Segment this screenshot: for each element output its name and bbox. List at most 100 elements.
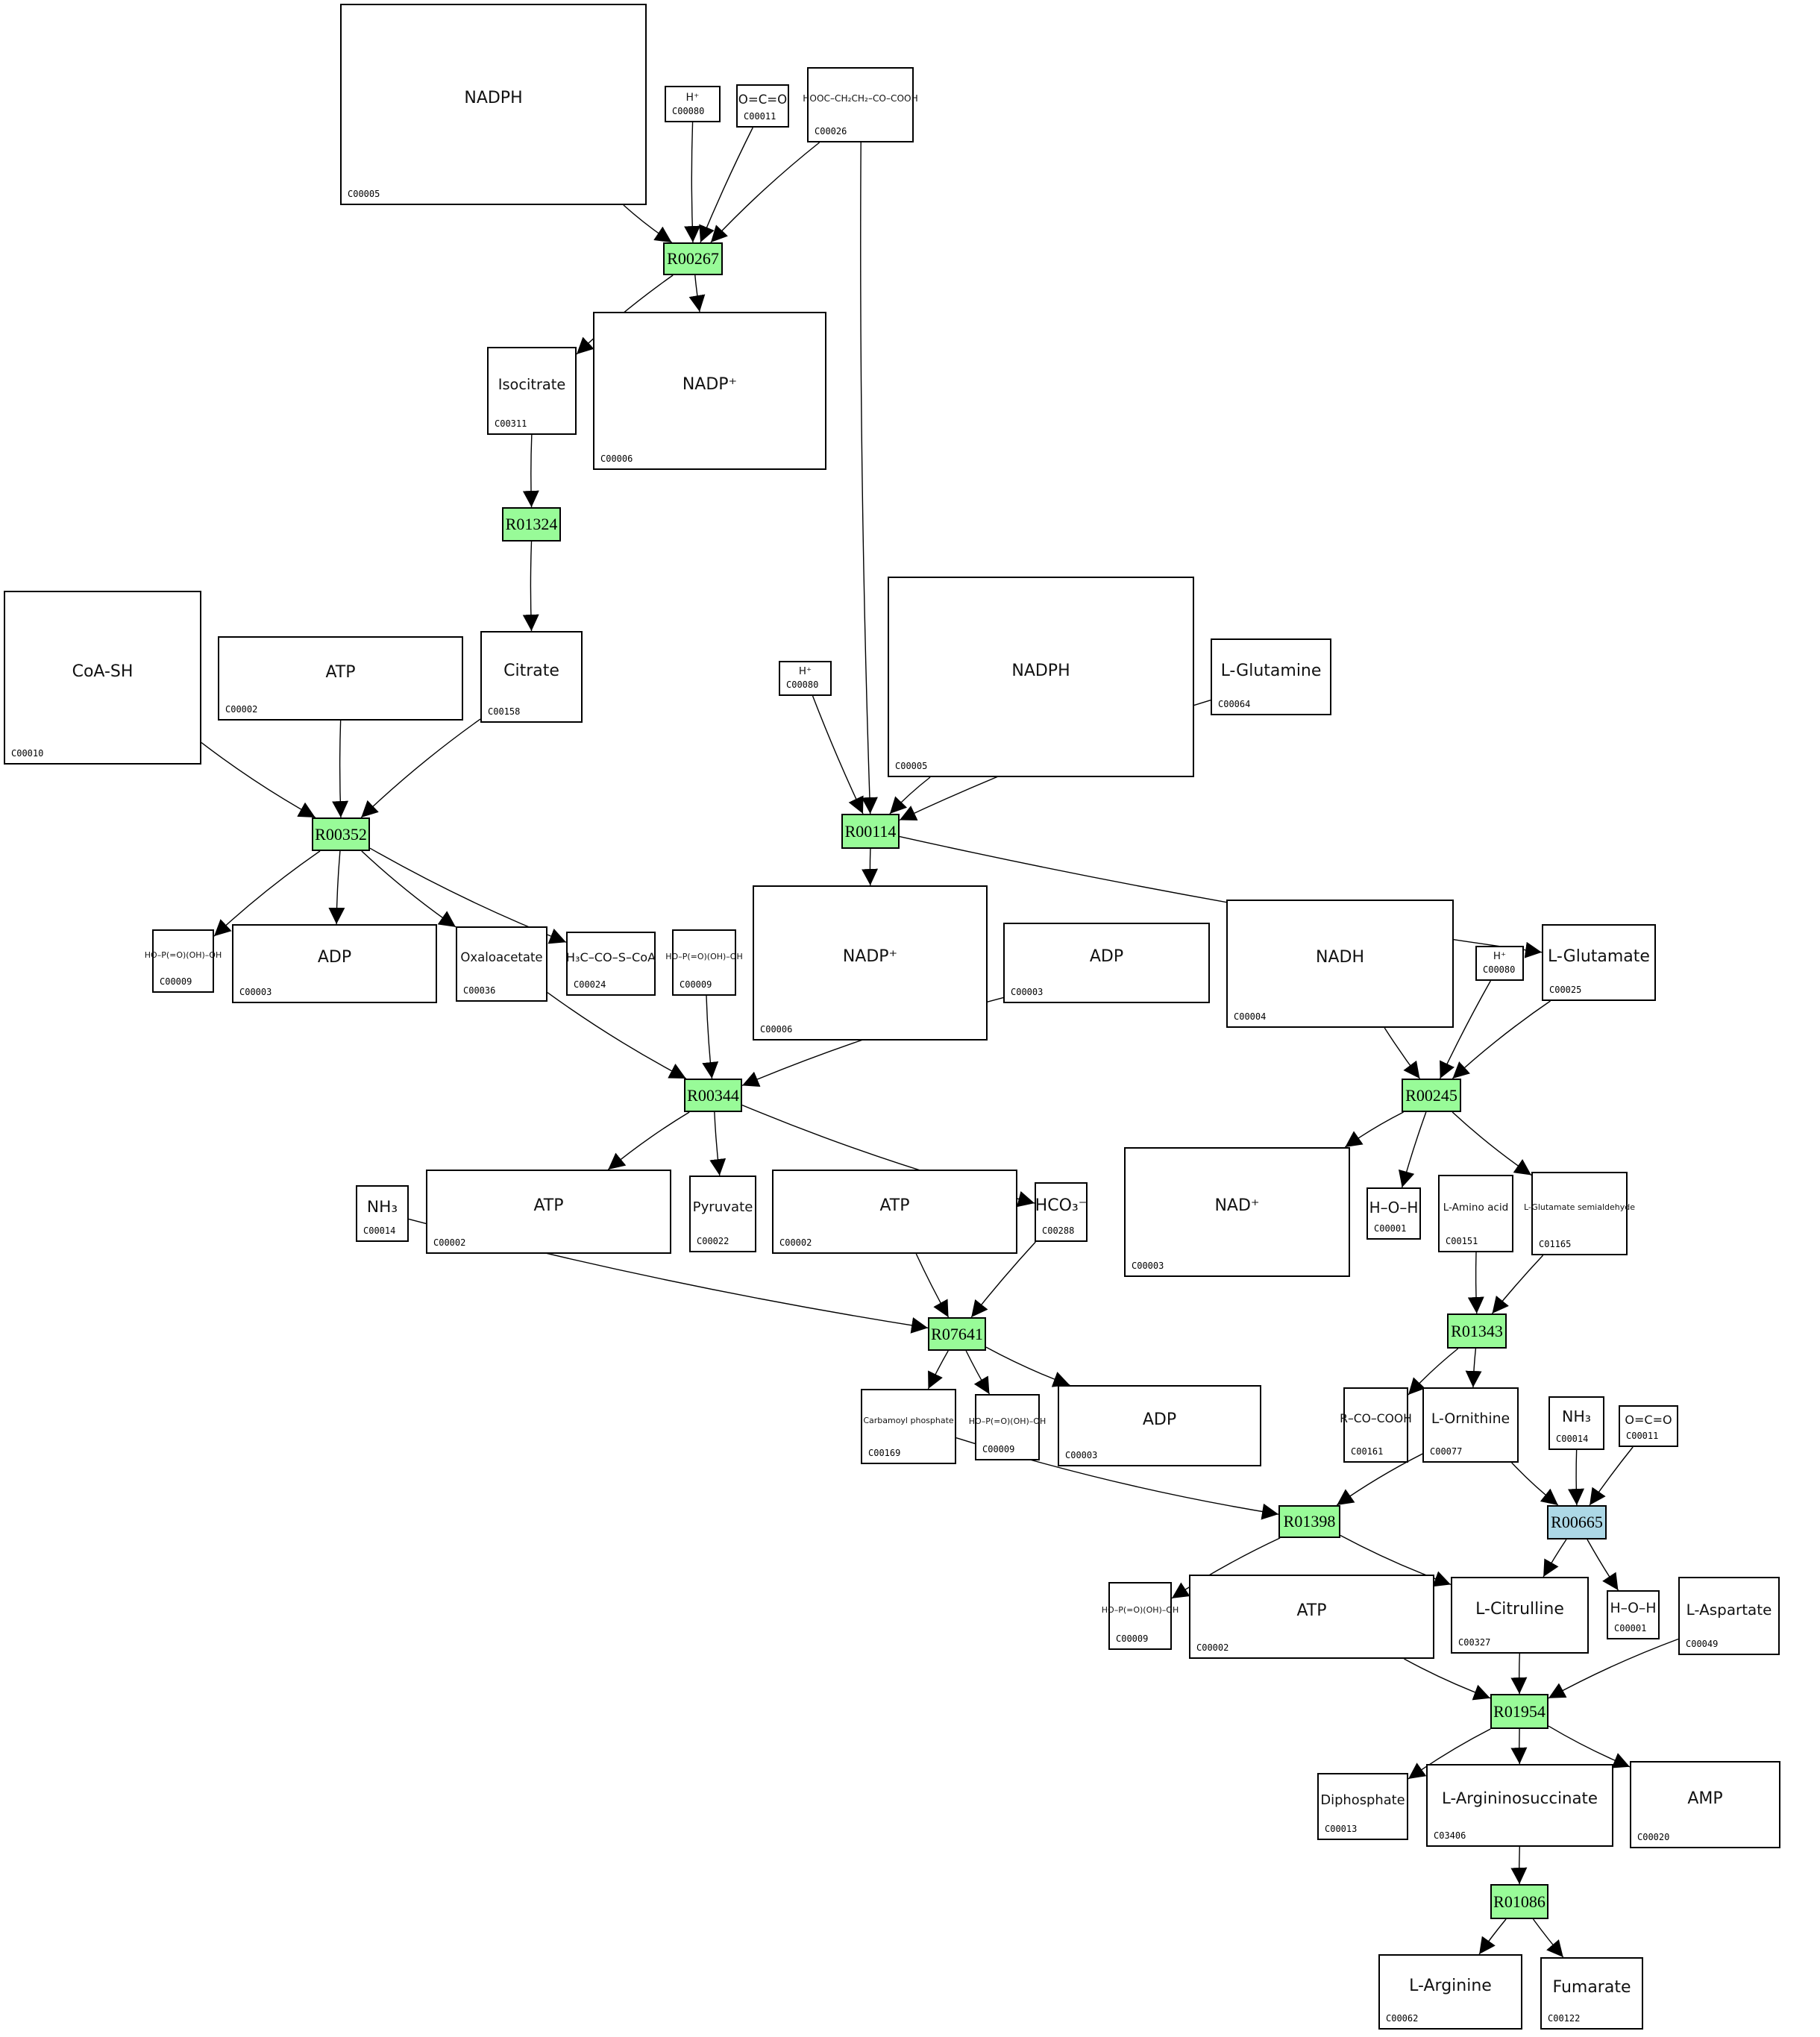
- compound-node-c00080[interactable]: H⁺C00080: [1475, 946, 1524, 981]
- compound-id-label: C00009: [680, 979, 712, 990]
- reaction-node-r01954[interactable]: R01954: [1490, 1694, 1548, 1729]
- compound-id-label: C00014: [1556, 1434, 1589, 1444]
- reaction-node-r00267[interactable]: R00267: [663, 242, 723, 275]
- edge-r7-c33: [965, 1350, 991, 1395]
- compound-node-c00006[interactable]: NADP⁺C00006: [593, 312, 826, 470]
- compound-id-label: C00080: [786, 679, 819, 690]
- edge-r5-c24: [607, 1111, 690, 1170]
- edge-c36-r9: [1336, 1453, 1423, 1506]
- reaction-node-r00245[interactable]: R00245: [1402, 1079, 1461, 1112]
- compound-id-label: C00005: [895, 761, 928, 771]
- compound-id-label: C00080: [1483, 964, 1516, 975]
- compound-id-label: C00013: [1325, 1824, 1358, 1834]
- compound-node-c00080[interactable]: H⁺C00080: [665, 86, 721, 122]
- compound-structure: H⁺: [685, 91, 700, 104]
- compound-structure: L-Glutamate semialdehyde: [1524, 1202, 1635, 1213]
- compound-structure: ATP: [879, 1196, 910, 1215]
- edge-r5-c25: [709, 1111, 727, 1176]
- reaction-node-r00114[interactable]: R00114: [841, 814, 900, 849]
- edge-c45-r12: [1510, 1846, 1528, 1885]
- compound-structure: ATP: [325, 662, 356, 682]
- compound-id-label: C01165: [1539, 1239, 1572, 1249]
- compound-structure: H⁺: [1493, 951, 1507, 963]
- edge-c11-r4: [889, 776, 931, 815]
- edge-c22-r6: [1452, 1000, 1551, 1079]
- edge-r10-c42: [1587, 1539, 1619, 1591]
- edge-c15-r5: [547, 992, 687, 1079]
- compound-structure: Pyruvate: [692, 1199, 753, 1216]
- edge-c20-r6: [1384, 1027, 1420, 1079]
- edge-r7-c34: [985, 1346, 1070, 1387]
- compound-structure: L-Glutamine: [1220, 661, 1322, 680]
- reaction-node-r01324[interactable]: R01324: [502, 507, 561, 542]
- edge-c3-r1: [699, 127, 753, 243]
- edge-r8-c35: [1408, 1348, 1459, 1396]
- reaction-node-r01398[interactable]: R01398: [1278, 1505, 1340, 1538]
- edge-c5-r2: [522, 434, 539, 508]
- compound-node-c00288[interactable]: HCO₃⁻C00288: [1035, 1182, 1088, 1242]
- compound-structure: HOOC–CH₂CH₂–CO–COOH: [803, 92, 918, 104]
- reaction-node-r00665[interactable]: R00665: [1547, 1505, 1607, 1539]
- reaction-node-r00344[interactable]: R00344: [684, 1079, 742, 1112]
- reaction-node-r01086[interactable]: R01086: [1490, 1884, 1548, 1919]
- compound-id-label: C00024: [574, 979, 606, 990]
- reaction-node-r01343[interactable]: R01343: [1447, 1313, 1507, 1349]
- compound-id-label: C00064: [1218, 699, 1251, 709]
- compound-node-c00005[interactable]: NADPH C00005: [888, 577, 1194, 777]
- compound-structure: O=C=O: [1625, 1413, 1672, 1427]
- compound-node-c00003[interactable]: NAD⁺C00003: [1124, 1147, 1350, 1277]
- edge-c26-r7: [915, 1253, 950, 1318]
- edge-c4-r1: [710, 142, 820, 243]
- reaction-node-r00352[interactable]: R00352: [312, 817, 370, 851]
- edge-r11-c45: [1510, 1728, 1528, 1765]
- compound-structure: NADPH: [1011, 661, 1070, 680]
- compound-node-c00006[interactable]: NADP⁺C00006: [753, 885, 988, 1041]
- compound-node-c00080[interactable]: H⁺C00080: [779, 661, 832, 696]
- edge-c1-r1: [623, 204, 672, 243]
- compound-id-label: C00006: [760, 1024, 793, 1035]
- edge-r11-c44: [1408, 1728, 1491, 1780]
- compound-id-label: C00001: [1374, 1223, 1407, 1234]
- reaction-node-r07641[interactable]: R07641: [928, 1317, 986, 1351]
